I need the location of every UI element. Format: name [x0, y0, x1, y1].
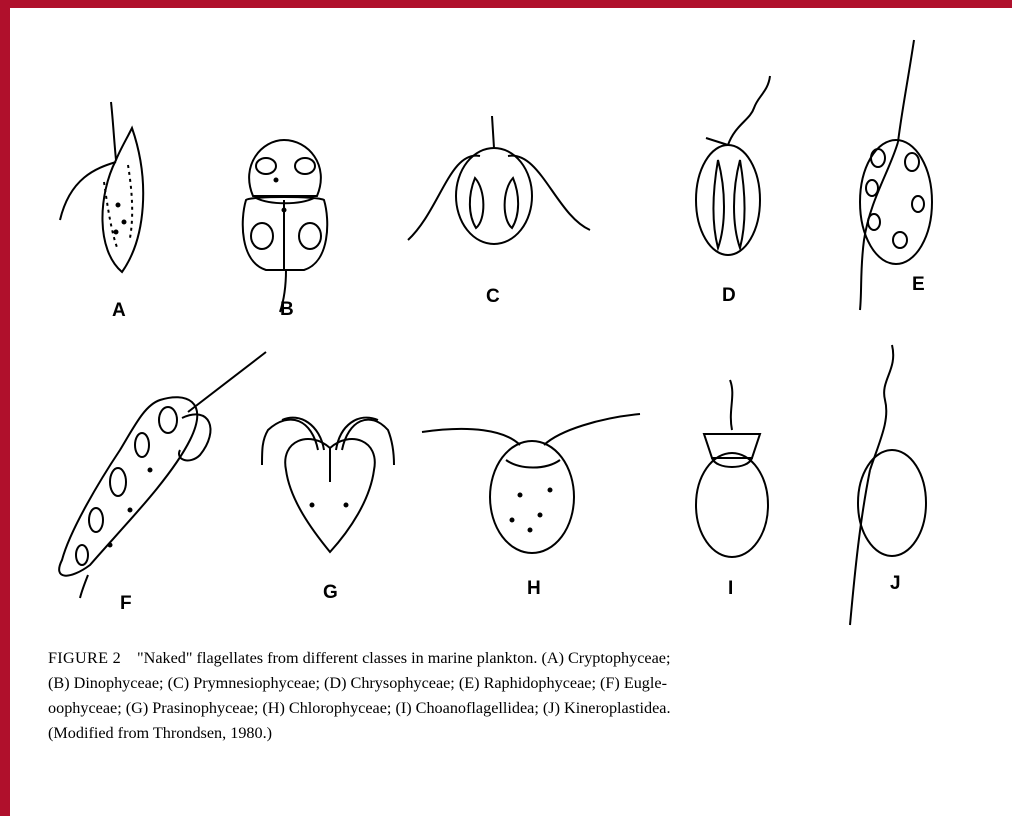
cell-j-drawing	[850, 345, 926, 625]
caption-line-4: (Modified from Throndsen, 1980.)	[48, 721, 963, 746]
label-e: E	[912, 274, 925, 295]
label-b: B	[280, 299, 294, 320]
label-f: F	[120, 593, 132, 614]
caption-line-3: oophyceae; (G) Prasinophyceae; (H) Chlor…	[48, 696, 963, 721]
cell-a-drawing	[60, 102, 143, 272]
label-h: H	[527, 578, 541, 599]
label-d: D	[722, 285, 736, 306]
cell-i-drawing	[696, 380, 768, 557]
cell-g-drawing	[262, 418, 394, 552]
label-a: A	[112, 300, 126, 321]
caption-line-1: FIGURE 2 "Naked" flagellates from differ…	[48, 646, 963, 671]
caption-line1-tail: (A) Cryptophyceae;	[541, 649, 670, 667]
cell-e-drawing	[860, 40, 932, 310]
label-g: G	[323, 582, 338, 603]
cell-c-drawing	[408, 116, 590, 244]
cell-b-drawing	[243, 140, 328, 312]
label-i: I	[728, 578, 733, 599]
cell-h-drawing	[422, 414, 640, 553]
cell-f-drawing	[59, 352, 266, 598]
cell-d-drawing	[696, 76, 770, 255]
label-j: J	[890, 573, 901, 594]
caption-line-2: (B) Dinophyceae; (C) Prymnesiophyceae; (…	[48, 671, 963, 696]
figure-caption: FIGURE 2 "Naked" flagellates from differ…	[48, 646, 963, 746]
label-c: C	[486, 286, 500, 307]
caption-label: FIGURE 2	[48, 649, 121, 667]
caption-title: "Naked" flagellates from different class…	[137, 649, 537, 667]
